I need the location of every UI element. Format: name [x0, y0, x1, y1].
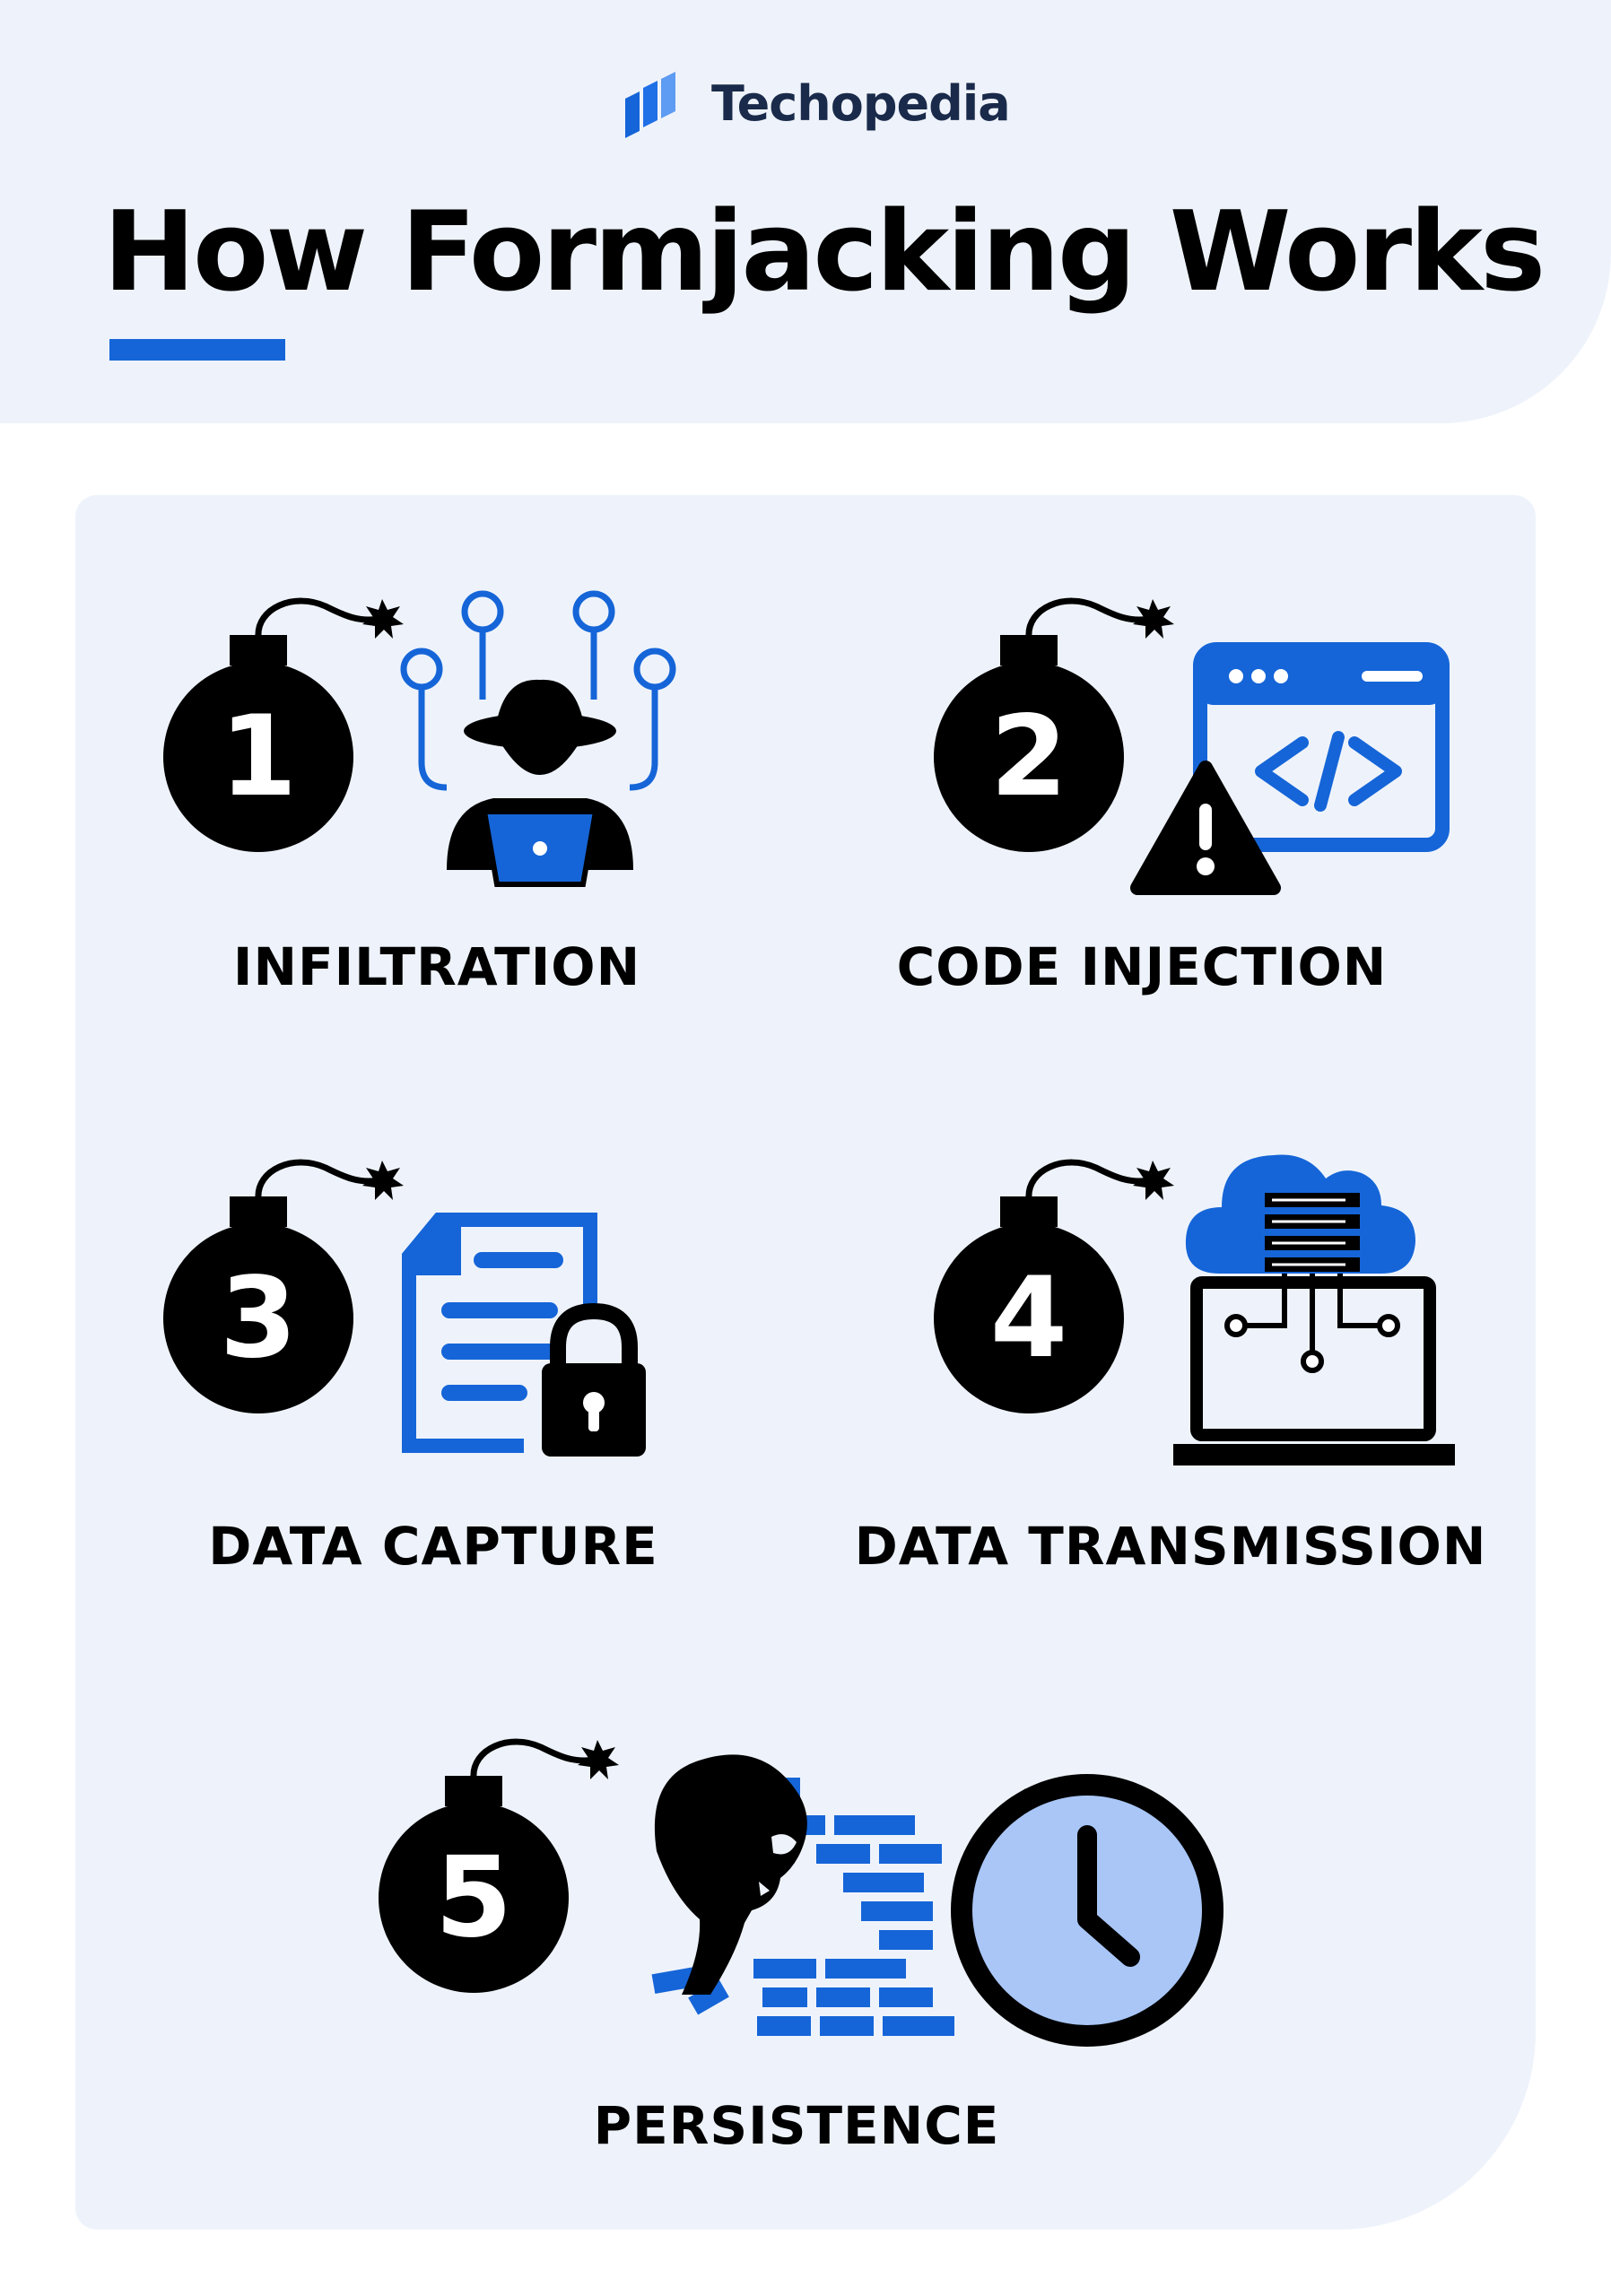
step-1-number: 1 — [220, 692, 297, 822]
step-1-bomb: 1 — [160, 599, 393, 886]
techopedia-logo-icon — [625, 72, 675, 138]
step-2-bomb: 2 — [930, 599, 1163, 886]
page-title: How Formjacking Works — [103, 188, 1546, 317]
skull-wall-clock-icon — [651, 1754, 1223, 2047]
step-4-label: DATA TRANSMISSION — [854, 1516, 1487, 1577]
step-5-number: 5 — [435, 1833, 512, 1962]
step-3-number: 3 — [220, 1254, 297, 1383]
step-4-bomb: 4 — [930, 1161, 1163, 1448]
step-2-label: CODE INJECTION — [896, 936, 1388, 997]
cloud-server-laptop-icon — [1173, 1154, 1455, 1465]
step-1-label: INFILTRATION — [232, 936, 641, 997]
locked-document-icon — [402, 1213, 646, 1457]
hacker-laptop-icon — [400, 590, 676, 887]
step-5-bomb: 5 — [375, 1740, 608, 2027]
step-3-bomb: 3 — [160, 1161, 393, 1448]
code-window-warning-icon — [1130, 642, 1450, 895]
step-5-label: PERSISTENCE — [593, 2095, 1000, 2156]
step-4-number: 4 — [990, 1254, 1067, 1383]
step-2-number: 2 — [990, 692, 1067, 822]
header-panel: Techopedia How Formjacking Works — [0, 0, 1611, 423]
brand-name: Techopedia — [711, 75, 1011, 132]
step-3-label: DATA CAPTURE — [208, 1516, 658, 1577]
title-underline — [109, 339, 285, 361]
